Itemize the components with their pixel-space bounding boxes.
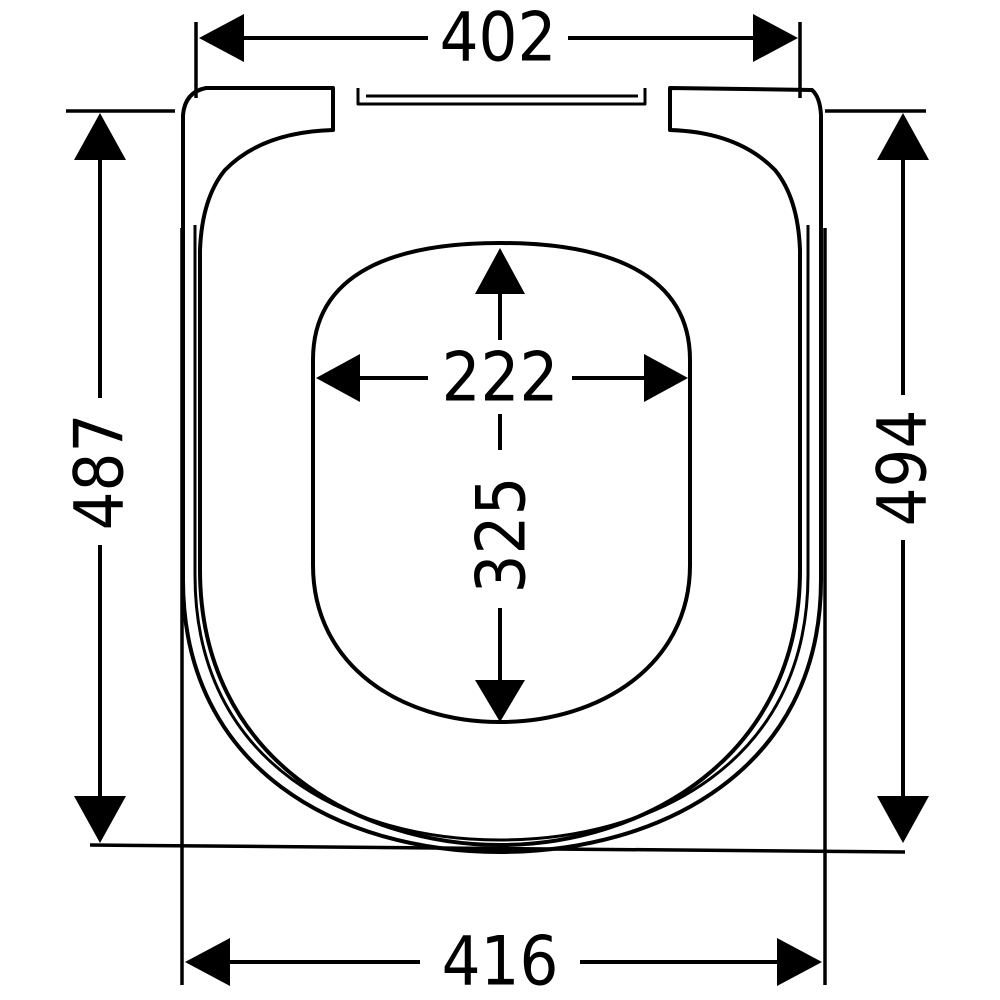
arrow-up [475, 248, 525, 294]
left-height-label: 487 [61, 414, 140, 531]
seat-outer-outline [181, 86, 823, 854]
extension-lines [66, 22, 926, 985]
arrow-up [877, 113, 929, 160]
dimension-left-height: 487 [61, 113, 140, 843]
arrow-down [475, 680, 525, 722]
arrow-left [185, 938, 230, 986]
dimension-bottom-width: 416 [185, 923, 822, 1000]
dimension-opening-width: 222 [316, 339, 688, 418]
seat-body [181, 86, 823, 854]
bottom-width-label: 416 [442, 923, 559, 1000]
arrow-left [316, 354, 360, 402]
hinge-slot [356, 88, 647, 106]
arrow-up [74, 113, 126, 160]
arrow-down [877, 796, 929, 843]
arrow-down [74, 796, 126, 843]
top-width-label: 402 [440, 0, 557, 78]
arrow-left [199, 14, 244, 62]
dimension-right-height: 494 [864, 113, 943, 843]
arrow-right [644, 354, 688, 402]
arrow-right [753, 14, 798, 62]
arrow-right [777, 938, 822, 986]
ext-bottom [89, 843, 906, 854]
opening-width-label: 222 [442, 339, 559, 418]
seat-inner-rim [193, 225, 810, 842]
opening-height-label: 325 [463, 477, 542, 594]
dimension-opening-height: 325 [463, 248, 542, 722]
dimension-top-width: 402 [199, 0, 798, 78]
right-height-label: 494 [864, 410, 943, 527]
